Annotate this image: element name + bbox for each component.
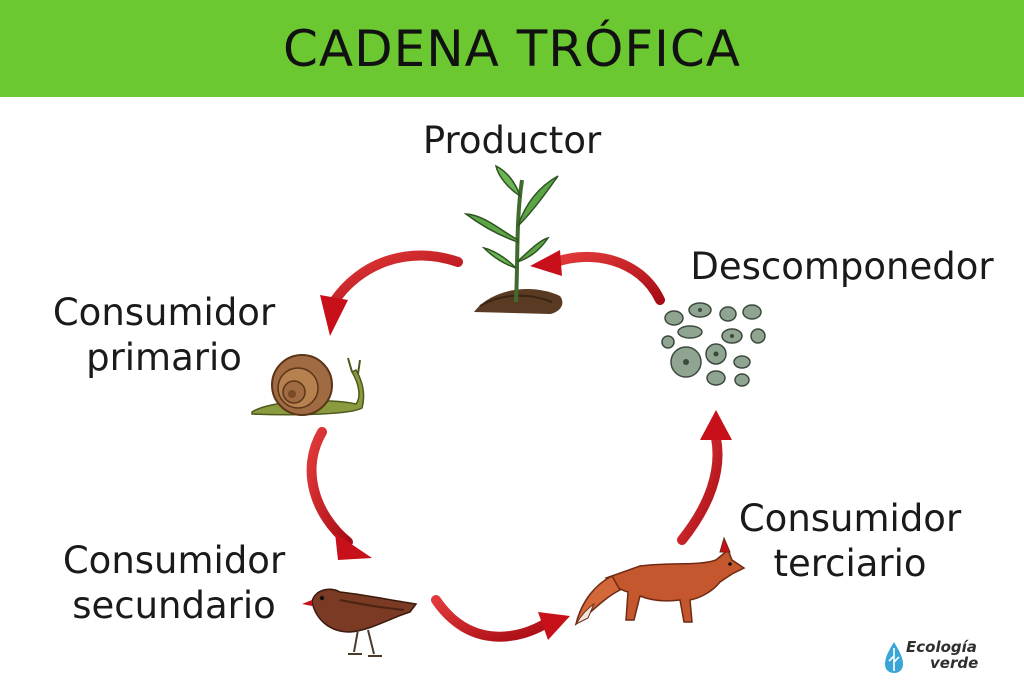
arrow-primary-to-secondary — [306, 427, 372, 560]
arrow-producer-to-primary — [320, 250, 463, 336]
primary-consumer-label-line2: primario — [86, 336, 242, 380]
logo-line2: verde — [930, 653, 979, 672]
page-title: CADENA TRÓFICA — [283, 19, 741, 78]
logo-wordmark: Ecología verde — [906, 638, 979, 672]
logo-line1: Ecología — [906, 638, 977, 656]
secondary-consumer-label: Consumidor secundario — [52, 538, 296, 628]
bacteria-icon — [661, 302, 766, 387]
primary-consumer-label-line1: Consumidor — [52, 291, 276, 334]
leaf-drop-icon — [885, 642, 903, 673]
tertiary-consumer-label: Consumidor terciario — [728, 496, 972, 586]
title-banner: CADENA TRÓFICA — [0, 0, 1024, 97]
bird-icon — [302, 588, 418, 657]
arrow-tertiary-to-decomposer — [677, 410, 732, 545]
decomposer-label-line1: Descomponedor — [690, 245, 994, 288]
producer-label-line1: Productor — [422, 119, 602, 162]
snail-icon — [251, 354, 365, 416]
producer-label: Productor — [410, 118, 614, 163]
plant-sprout-icon — [463, 164, 563, 314]
tertiary-consumer-label-line1: Consumidor — [738, 497, 962, 540]
tertiary-consumer-label-line2: terciario — [773, 542, 927, 586]
secondary-consumer-label-line1: Consumidor — [62, 539, 286, 582]
fox-icon — [574, 536, 746, 626]
primary-consumer-label: Consumidor primario — [42, 290, 286, 380]
arrow-secondary-to-tertiary — [431, 595, 570, 642]
decomposer-label: Descomponedor — [670, 244, 1014, 289]
arrow-decomposer-to-producer — [530, 250, 665, 305]
secondary-consumer-label-line2: secundario — [72, 584, 276, 628]
ecologia-verde-logo: Ecología verde — [884, 638, 1014, 678]
